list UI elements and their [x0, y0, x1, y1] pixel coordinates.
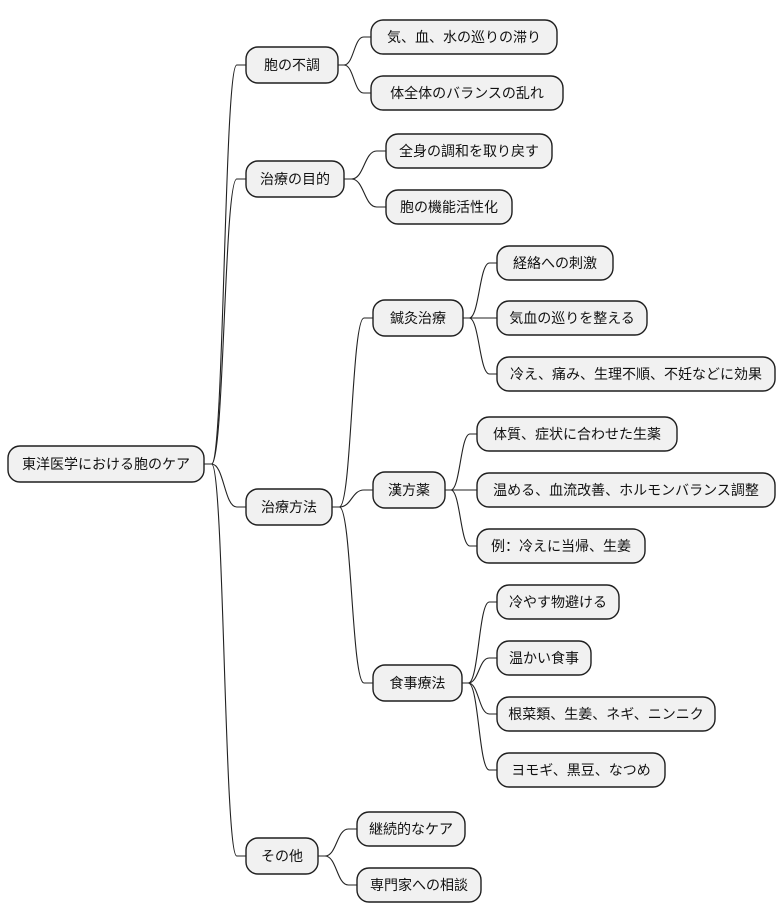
mindmap-node-b3c2[interactable]: 漢方薬	[372, 471, 446, 509]
node-label: 体質、症状に合わせた生薬	[493, 427, 661, 443]
mindmap-edge-b4-b4c2	[318, 855, 357, 886]
node-shape	[372, 471, 446, 509]
node-label: 冷やす物避ける	[509, 595, 607, 611]
mindmap-node-b1c1[interactable]: 気、血、水の巡りの滞り	[370, 19, 558, 55]
mindmap-node-b3c2g3[interactable]: 例：冷えに当帰、生姜	[476, 528, 646, 564]
mindmap-edge-b1-b1c2	[338, 64, 371, 94]
node-shape	[476, 528, 646, 564]
mindmap-edge-b3c3-b3c3g2	[462, 657, 497, 684]
node-label: 治療の目的	[260, 171, 330, 188]
mindmap-node-b4c1[interactable]: 継続的なケア	[356, 811, 466, 847]
node-label: 冷え、痛み、生理不順、不妊などに効果	[510, 366, 762, 383]
mindmap-edge-root-b3	[204, 463, 246, 508]
node-shape	[245, 160, 345, 198]
mindmap-node-b4c2[interactable]: 専門家への相談	[356, 867, 482, 903]
node-label: 温める、血流改善、ホルモンバランス調整	[493, 483, 759, 499]
mindmap-edge-b3c1-b3c1g1	[463, 262, 497, 319]
node-label: 例：冷えに当帰、生姜	[491, 538, 631, 555]
root-node[interactable]: 東洋医学における胞のケア	[7, 445, 205, 483]
node-layer: 東洋医学における胞のケア 胞の不調 気、血、水の巡りの滞り体全体のバランスの乱れ治療…	[7, 19, 776, 903]
mindmap-node-b3c3g2[interactable]: 温かい食事	[496, 640, 592, 676]
node-label: 全身の調和を取り戻す	[399, 143, 539, 160]
node-label: 体全体のバランスの乱れ	[390, 85, 544, 102]
node-label: 漢方薬	[388, 483, 430, 499]
node-shape	[496, 245, 614, 281]
node-label: 食事療法	[390, 675, 446, 692]
node-shape	[370, 19, 558, 55]
mindmap-edge-b3c3-b3c3g4	[462, 682, 497, 771]
mindmap-node-b3c3g1[interactable]: 冷やす物避ける	[496, 584, 620, 620]
mindmap-edge-b2-b2c2	[344, 178, 386, 208]
node-label: 継続的なケア	[369, 821, 453, 838]
mindmap-node-b3[interactable]: 治療方法	[245, 488, 333, 526]
node-label: 気血の巡りを整える	[509, 311, 635, 327]
node-label: 鍼灸治療	[390, 310, 446, 327]
mindmap-node-b1[interactable]: 胞の不調	[245, 46, 339, 84]
mindmap-edge-root-b2	[204, 178, 246, 465]
node-label: 気、血、水の巡りの滞り	[387, 30, 541, 46]
mindmap-node-b3c1g3[interactable]: 冷え、痛み、生理不順、不妊などに効果	[496, 356, 776, 392]
node-shape	[356, 867, 482, 903]
mindmap-node-b3c3g3[interactable]: 根菜類、生姜、ネギ、ニンニク	[496, 696, 716, 732]
mindmap-node-b3c1[interactable]: 鍼灸治療	[372, 299, 464, 337]
node-shape	[496, 640, 592, 676]
node-shape	[496, 696, 716, 732]
mindmap-edge-b3c3-b3c3g1	[462, 601, 497, 684]
node-shape	[476, 472, 776, 508]
mindmap-edge-b2-b2c1	[344, 150, 386, 180]
node-label: その他	[261, 849, 303, 865]
node-label: 専門家への相談	[370, 877, 468, 894]
mindmap-edge-root-b1	[204, 64, 246, 465]
mindmap-node-b2[interactable]: 治療の目的	[245, 160, 345, 198]
mindmap-edge-b3c1-b3c1g3	[463, 317, 497, 375]
mindmap-node-b3c2g1[interactable]: 体質、症状に合わせた生薬	[476, 416, 678, 452]
node-shape	[385, 133, 553, 169]
node-shape	[372, 664, 463, 702]
mindmap-node-b3c1g2[interactable]: 気血の巡りを整える	[496, 300, 648, 336]
mindmap-edge-b3c2-b3c2g1	[445, 433, 477, 491]
mindmap-edge-root-b4	[204, 463, 246, 857]
mindmap-node-b3c1g1[interactable]: 経絡への刺激	[496, 245, 614, 281]
node-shape	[245, 488, 333, 526]
node-label: ヨモギ、黒豆、なつめ	[511, 763, 651, 779]
mindmap-edge-b4-b4c1	[318, 828, 357, 857]
mindmap-node-b1c2[interactable]: 体全体のバランスの乱れ	[370, 75, 564, 111]
node-shape	[476, 416, 678, 452]
mindmap-edge-b3c3-b3c3g3	[462, 682, 497, 715]
mindmap-node-b3c2g2[interactable]: 温める、血流改善、ホルモンバランス調整	[476, 472, 776, 508]
node-label: 治療方法	[261, 499, 317, 516]
mindmap-node-b4[interactable]: その他	[245, 837, 319, 875]
node-shape	[496, 584, 620, 620]
node-shape	[356, 811, 466, 847]
node-label: 東洋医学における胞のケア	[22, 457, 190, 473]
node-label: 胞の不調	[264, 58, 320, 74]
mindmap-edge-b3-b3c3	[332, 506, 373, 684]
node-shape	[496, 300, 648, 336]
node-shape	[7, 445, 205, 483]
mindmap-edge-b3c2-b3c2g3	[445, 489, 477, 547]
mindmap-node-b2c2[interactable]: 胞の機能活性化	[385, 189, 513, 225]
mindmap-edge-b3-b3c2	[332, 489, 373, 508]
node-shape	[372, 299, 464, 337]
mindmap-edge-b1-b1c1	[338, 36, 371, 66]
mindmap-node-b3c3g4[interactable]: ヨモギ、黒豆、なつめ	[496, 752, 666, 788]
node-shape	[245, 837, 319, 875]
node-shape	[496, 752, 666, 788]
node-shape	[496, 356, 776, 392]
node-label: 根菜類、生姜、ネギ、ニンニク	[508, 707, 704, 723]
node-label: 経絡への刺激	[513, 255, 597, 272]
node-label: 温かい食事	[509, 650, 579, 667]
edge-layer	[204, 36, 497, 886]
mindmap-node-b3c3[interactable]: 食事療法	[372, 664, 463, 702]
node-label: 胞の機能活性化	[400, 200, 498, 216]
node-shape	[385, 189, 513, 225]
node-shape	[245, 46, 339, 84]
node-shape	[370, 75, 564, 111]
mindmap-edge-b3-b3c1	[332, 317, 373, 508]
mindmap-node-b2c1[interactable]: 全身の調和を取り戻す	[385, 133, 553, 169]
